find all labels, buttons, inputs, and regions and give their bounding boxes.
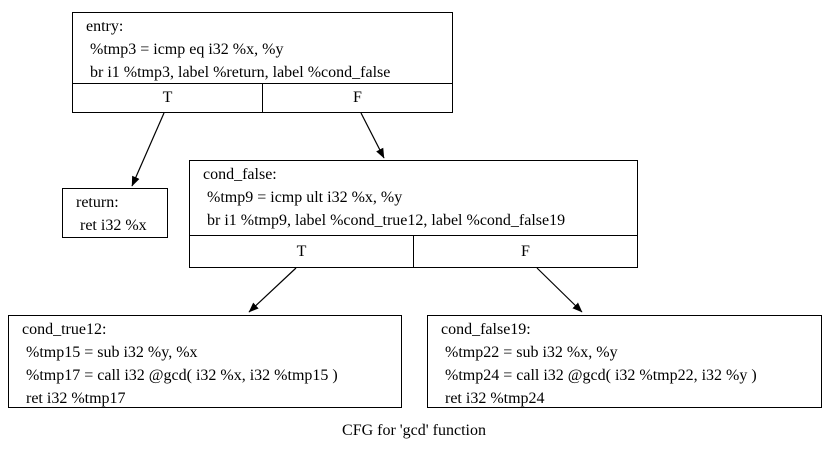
ir-line: br i1 %tmp3, label %return, label %cond_… (86, 64, 391, 81)
edge-cond_false-F-cond_false19 (536, 267, 583, 313)
node-cond_false: cond_false: %tmp9 = icmp ult i32 %x, %y … (189, 160, 638, 268)
branch-false-cell: F (262, 84, 452, 112)
ir-line: ret i32 %tmp24 (441, 390, 545, 407)
ir-line: %tmp15 = sub i32 %y, %x (22, 344, 198, 361)
node-cond_true12: cond_true12: %tmp15 = sub i32 %y, %x %tm… (8, 315, 402, 408)
bb-label: cond_true12: (22, 321, 107, 338)
ir-line: %tmp3 = icmp eq i32 %x, %y (86, 41, 284, 58)
node-cond_false-body: cond_false: %tmp9 = icmp ult i32 %x, %y … (190, 161, 637, 235)
branch-true-cell: T (296, 242, 307, 260)
branch-true-cell: T (162, 89, 173, 106)
ir-line: ret i32 %x (76, 217, 147, 234)
edge-cond_false-T-cond_true12 (248, 267, 297, 313)
branch-row: T F (73, 83, 452, 112)
ir-line: %tmp17 = call i32 @gcd( i32 %x, i32 %tmp… (22, 367, 338, 384)
ir-line: %tmp24 = call i32 @gcd( i32 %tmp22, i32 … (441, 367, 757, 384)
ir-line: br i1 %tmp9, label %cond_true12, label %… (203, 212, 566, 229)
node-cond_false19: cond_false19: %tmp22 = sub i32 %x, %y %t… (427, 315, 822, 408)
edge-entry-F-cond_false (360, 112, 385, 159)
bb-label: entry: (86, 18, 124, 35)
bb-label: cond_false19: (441, 321, 531, 338)
node-entry-body: entry: %tmp3 = icmp eq i32 %x, %y br i1 … (73, 13, 452, 83)
bb-label: cond_false: (203, 166, 277, 183)
node-return: return: ret i32 %x (62, 188, 168, 238)
edge-entry-T-return (131, 112, 165, 187)
ir-line: %tmp22 = sub i32 %x, %y (441, 344, 618, 361)
ir-line: ret i32 %tmp17 (22, 390, 126, 407)
ir-line: %tmp9 = icmp ult i32 %x, %y (203, 189, 403, 206)
node-cond_true12-body: cond_true12: %tmp15 = sub i32 %y, %x %tm… (9, 316, 401, 407)
graph-caption: CFG for 'gcd' function (342, 422, 486, 439)
bb-label: return: (76, 194, 119, 211)
node-entry: entry: %tmp3 = icmp eq i32 %x, %y br i1 … (72, 12, 453, 113)
node-return-body: return: ret i32 %x (63, 189, 167, 237)
node-cond_false19-body: cond_false19: %tmp22 = sub i32 %x, %y %t… (428, 316, 821, 407)
branch-row: T F (190, 235, 637, 267)
branch-false-cell: F (413, 236, 637, 267)
